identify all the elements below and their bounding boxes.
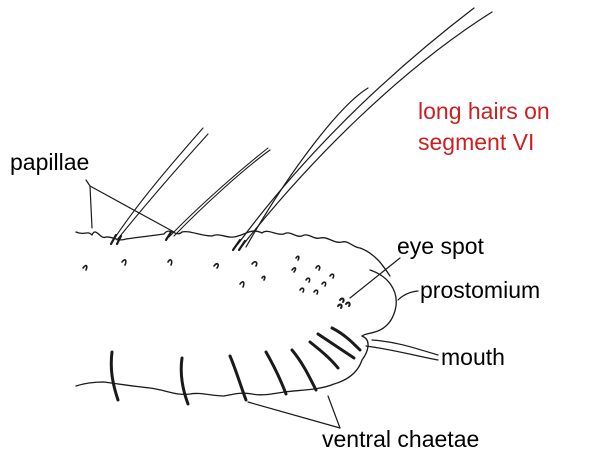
leader-lines [86, 180, 438, 428]
body-papillae [83, 256, 334, 294]
prostomium-outline [362, 270, 396, 336]
dorsal-hairs [114, 128, 270, 240]
hair-bases [111, 232, 245, 250]
ventral-outline [76, 336, 368, 396]
long-hairs-label: long hairs on segment VI [418, 96, 550, 158]
ventral-chaetae [111, 328, 360, 404]
eye-spot-label: eye spot [397, 235, 484, 258]
long-hairs-label-line1: long hairs on [418, 96, 550, 127]
mouth-label: mouth [441, 346, 505, 369]
papillae-label: papillae [10, 151, 89, 174]
ventral-chaetae-label: ventral chaetae [322, 428, 479, 451]
dorsal-outline [76, 231, 390, 276]
prostomium-label: prostomium [420, 279, 540, 302]
eye-spot [338, 299, 350, 308]
long-hairs-label-line2: segment VI [418, 127, 550, 158]
